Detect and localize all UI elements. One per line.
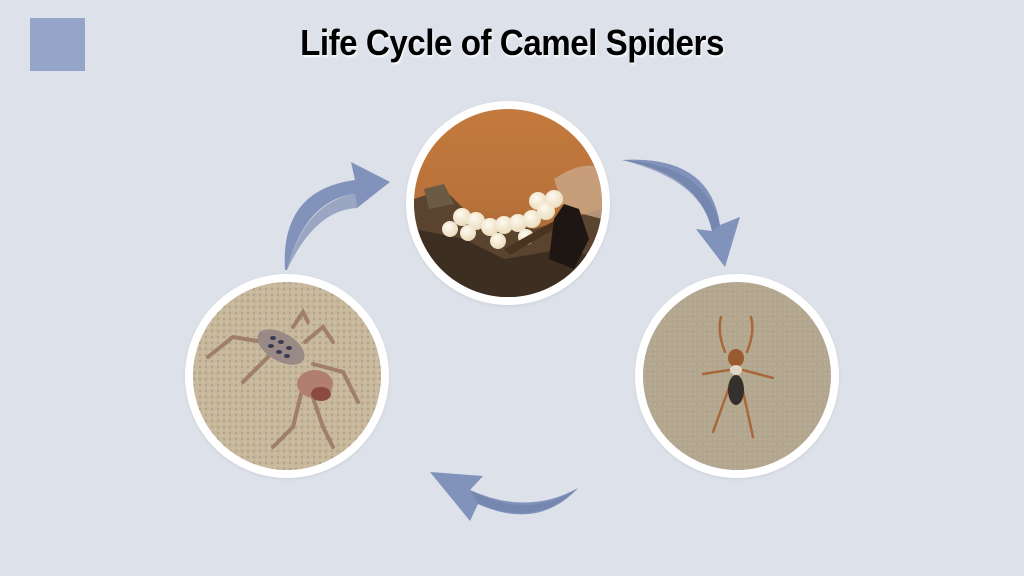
curved-arrow-left-icon <box>430 472 578 521</box>
page-title: Life Cycle of Camel Spiders <box>300 22 724 63</box>
eggs-photo <box>414 109 602 297</box>
curved-arrow-up-right-icon <box>284 162 390 270</box>
juvenile-photo <box>643 282 831 470</box>
stage-juvenile <box>635 274 839 478</box>
stage-eggs <box>406 101 610 305</box>
stage-adult <box>185 274 389 478</box>
accent-square <box>30 18 85 71</box>
adult-photo <box>193 282 381 470</box>
curved-arrow-down-right-icon <box>622 159 740 267</box>
